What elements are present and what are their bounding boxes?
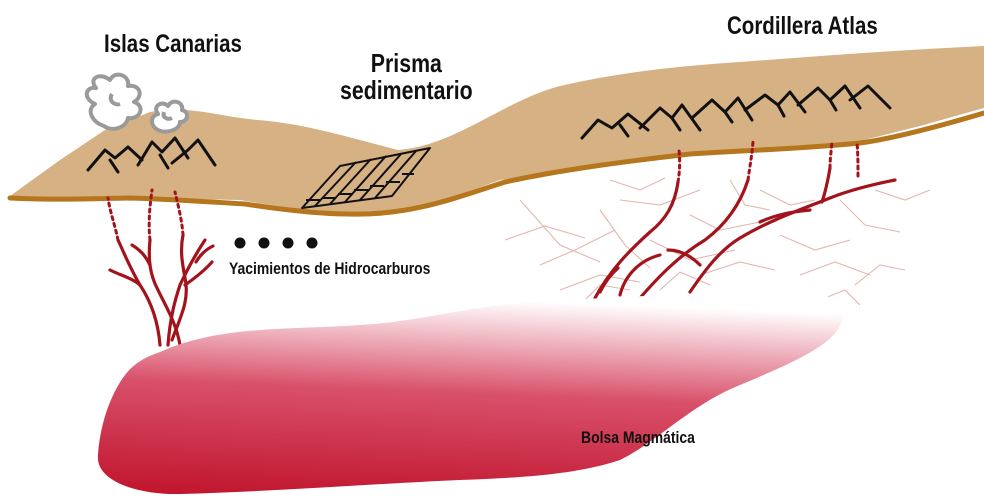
magma-chamber	[98, 288, 842, 494]
label-cordillera-atlas: Cordillera Atlas	[727, 12, 878, 41]
fracture-network	[505, 178, 930, 305]
label-prisma-line1: Prisma	[340, 50, 473, 77]
label-bolsa-magmatica: Bolsa Magmática	[581, 428, 695, 448]
label-prisma-line2: sedimentario	[340, 77, 473, 104]
label-islas-canarias: Islas Canarias	[104, 30, 242, 59]
label-prisma-sedimentario: Prisma sedimentario	[340, 50, 473, 104]
hydrocarbon-dots-icon	[235, 238, 318, 249]
label-yacimientos: Yacimientos de Hidrocarburos	[229, 259, 430, 279]
canarias-dikes	[110, 235, 213, 345]
atlas-dikes	[595, 168, 895, 298]
